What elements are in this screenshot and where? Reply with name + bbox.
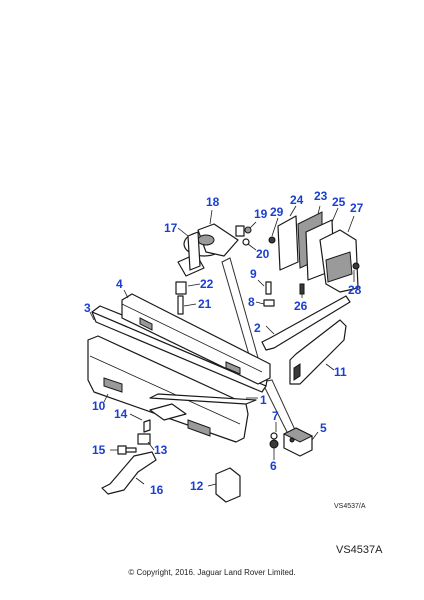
callout-5: 5 [320, 421, 327, 435]
callout-10: 10 [92, 399, 106, 413]
screw-part [299, 283, 305, 295]
callout-17: 17 [164, 221, 178, 235]
washer-part [244, 226, 252, 234]
washer-part [242, 238, 250, 246]
callout-16: 16 [150, 483, 164, 497]
clip-part [137, 433, 151, 445]
callout-labels: 1 2 3 4 5 6 7 8 9 10 11 12 13 14 15 16 1… [84, 189, 364, 497]
diagram-code: VS4537A [336, 544, 383, 556]
callout-3: 3 [84, 301, 91, 315]
callout-2: 2 [254, 321, 261, 335]
callout-18: 18 [206, 195, 220, 209]
corner-end-part [289, 319, 347, 385]
callout-29: 29 [270, 205, 284, 219]
reinforcement-bar-part [121, 293, 271, 385]
side-trim-part [261, 295, 351, 351]
callout-13: 13 [154, 443, 168, 457]
clip-part [352, 262, 360, 270]
callout-26: 26 [294, 299, 308, 313]
washer-part [270, 432, 278, 440]
leader-lines [89, 205, 355, 487]
callout-9: 9 [250, 267, 257, 281]
bumper-cover-part [87, 335, 249, 443]
callout-8: 8 [248, 295, 255, 309]
mounting-plate-part [268, 211, 335, 281]
callout-22: 22 [200, 277, 214, 291]
callout-4: 4 [116, 277, 123, 291]
screw-part [143, 419, 151, 433]
drawing-reference: VS4537/A [334, 503, 366, 510]
lower-bracket-part [101, 451, 157, 495]
callout-14: 14 [114, 407, 128, 421]
callout-27: 27 [350, 201, 364, 215]
end-cap-part [319, 229, 359, 293]
callout-19: 19 [254, 207, 268, 221]
retaining-clip-part [215, 467, 241, 503]
callout-11: 11 [334, 365, 347, 379]
mounting-bracket-part [282, 427, 314, 457]
callout-6: 6 [270, 459, 277, 473]
callout-28: 28 [348, 283, 362, 297]
callout-1: 1 [260, 393, 267, 407]
callout-25: 25 [332, 195, 346, 209]
callout-20: 20 [256, 247, 270, 261]
callout-23: 23 [314, 189, 328, 203]
callout-21: 21 [198, 297, 212, 311]
nut-part [269, 439, 279, 449]
lower-strip-part [149, 393, 257, 405]
callout-15: 15 [92, 443, 106, 457]
copyright-text: © Copyright, 2016. Jaguar Land Rover Lim… [128, 568, 296, 577]
bolt-part [117, 445, 137, 455]
shock-absorber-part [177, 223, 245, 277]
bolt-part [263, 281, 275, 307]
projection-beam [261, 379, 297, 435]
bolt-part [175, 281, 187, 315]
callout-24: 24 [290, 193, 304, 207]
callout-12: 12 [190, 479, 204, 493]
callout-7: 7 [272, 409, 279, 423]
